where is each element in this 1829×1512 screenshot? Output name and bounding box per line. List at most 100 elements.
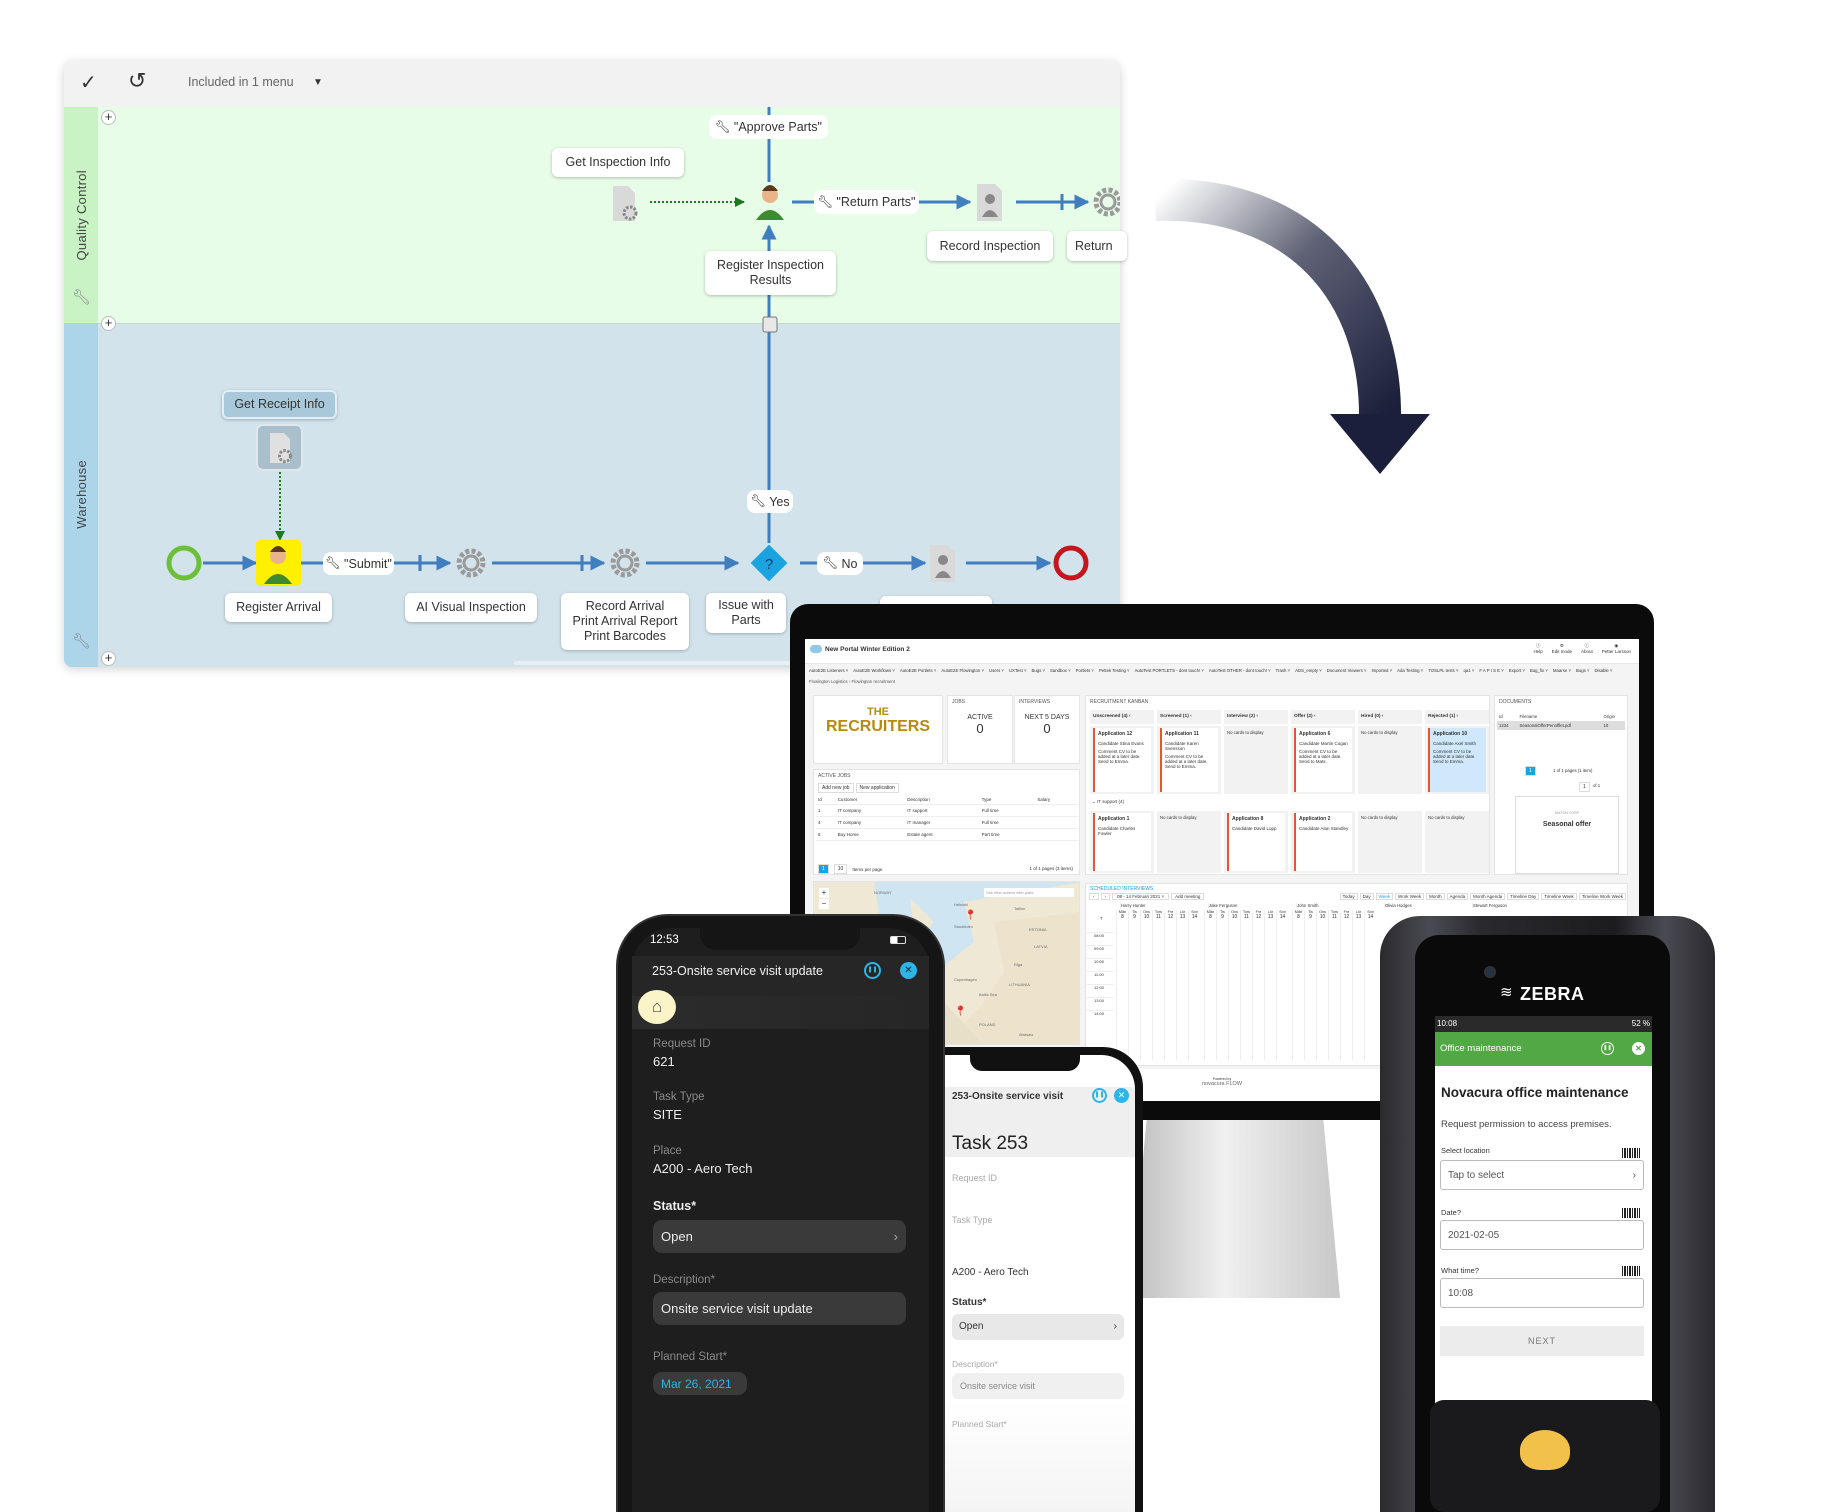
date-range-picker[interactable]: 08 - 14 Februari 2021 ˅ <box>1112 893 1170 900</box>
edit-mode-button[interactable]: ⚙Edit mode <box>1551 643 1572 654</box>
undo-icon[interactable]: ↺ <box>128 68 147 93</box>
flow-label-return-parts[interactable]: 🔧︎"Return Parts" <box>814 190 919 214</box>
node-ai-visual-inspection[interactable]: AI Visual Inspection <box>405 593 537 622</box>
menu-inclusion-dropdown[interactable]: Included in 1 menu <box>188 75 294 89</box>
column-header[interactable]: Salary <box>1035 795 1078 805</box>
menu-item[interactable]: Pettek Testing ˅ <box>1098 668 1130 673</box>
kanban-column-header[interactable]: Unscreened (4) ‹ <box>1090 710 1154 724</box>
home-icon[interactable]: ⌂ <box>638 990 676 1024</box>
viewer-page-input[interactable]: 1 <box>1579 782 1590 792</box>
status-select[interactable]: Open› <box>952 1314 1124 1340</box>
node-record-arrival[interactable]: Record Arrival Print Arrival Report Prin… <box>561 593 689 650</box>
column-header[interactable]: Id <box>1499 714 1503 719</box>
menu-item[interactable]: Imported ˅ <box>1371 668 1393 673</box>
node-record-inspection[interactable]: Record Inspection <box>927 231 1053 261</box>
add-lane-button[interactable]: + <box>101 110 116 125</box>
kanban-column-header[interactable]: Offer (2) ‹ <box>1291 710 1355 724</box>
close-icon[interactable]: ✕ <box>1114 1088 1129 1103</box>
page-size-select[interactable]: 10 <box>833 864 848 874</box>
scrollbar[interactable] <box>514 661 814 665</box>
next-button[interactable]: NEXT <box>1440 1326 1644 1356</box>
view-tab-week[interactable]: Week <box>1375 893 1394 900</box>
status-select[interactable]: Open› <box>653 1220 906 1253</box>
node-return[interactable]: Return <box>1067 231 1127 261</box>
add-new-job-button[interactable]: Add new job <box>818 783 854 793</box>
menu-item[interactable]: Bug_fix ˅ <box>1529 668 1548 673</box>
column-header[interactable]: Origin <box>1603 714 1616 719</box>
view-tab-timeline-week[interactable]: Timeline Week <box>1541 893 1577 900</box>
next-button[interactable]: › <box>1100 893 1110 900</box>
node-register-arrival[interactable]: Register Arrival <box>225 593 332 622</box>
menu-item[interactable]: Bugs ˅ <box>1031 668 1045 673</box>
column-header[interactable]: Description <box>905 795 980 805</box>
barcode-icon[interactable] <box>1622 1148 1640 1158</box>
node-get-inspection-info[interactable]: Get Inspection Info <box>552 148 684 177</box>
description-input[interactable]: Onsite service visit <box>952 1373 1124 1399</box>
menu-item[interactable]: Sandbox ˅ <box>1049 668 1071 673</box>
menu-item[interactable]: Document Viewers ˅ <box>1326 668 1367 673</box>
view-tab-work-week[interactable]: Work Week <box>1395 893 1425 900</box>
pause-icon[interactable]: ❚❚ <box>1601 1042 1614 1055</box>
menu-item[interactable]: Maarse ˅ <box>1552 668 1571 673</box>
menu-item[interactable]: Users ˅ <box>988 668 1004 673</box>
pause-icon[interactable]: ❚❚ <box>1092 1088 1107 1103</box>
view-tab-agenda[interactable]: Agenda <box>1446 893 1469 900</box>
new-application-button[interactable]: New application <box>855 783 899 793</box>
flow-label-submit[interactable]: 🔧︎"Submit" <box>323 552 394 575</box>
menu-item[interactable]: ADS_empty ˅ <box>1295 668 1322 673</box>
node-register-inspection-results[interactable]: Register Inspection Results <box>705 251 836 295</box>
location-select[interactable]: Tap to select› <box>1440 1160 1644 1190</box>
flow-label-yes[interactable]: 🔧︎Yes <box>747 490 793 513</box>
kanban-column-header[interactable]: Screened (1) ‹ <box>1157 710 1221 724</box>
scan-button[interactable] <box>1520 1430 1570 1470</box>
user-menu[interactable]: ◉Petter Larsson <box>1601 643 1631 654</box>
map-search-input[interactable]: Sök efter adress eller plats <box>984 888 1074 897</box>
column-header[interactable]: Type <box>979 795 1036 805</box>
close-icon[interactable]: ✕ <box>900 962 917 979</box>
wrench-icon[interactable]: 🔧︎ <box>72 289 92 306</box>
menu-item[interactable]: Ada Testing ˅ <box>1397 668 1424 673</box>
view-tab-month[interactable]: Month <box>1426 893 1445 900</box>
view-tab-today[interactable]: Today <box>1339 893 1358 900</box>
barcode-icon[interactable] <box>1622 1266 1640 1276</box>
pause-icon[interactable]: ❚❚ <box>864 962 881 979</box>
menu-item[interactable]: F A P I S E ˅ <box>1479 668 1504 673</box>
prev-button[interactable]: ‹ <box>1089 893 1099 900</box>
add-meeting-button[interactable]: Add meeting <box>1171 893 1205 900</box>
menu-item[interactable]: UXTest ˅ <box>1008 668 1027 673</box>
kanban-column-header[interactable]: Rejected (1) ‹ <box>1425 710 1489 724</box>
barcode-icon[interactable] <box>1622 1208 1640 1218</box>
menu-item[interactable]: AutoE2E Portlets ˅ <box>899 668 937 673</box>
flow-label-no[interactable]: 🔧︎No <box>817 552 863 575</box>
menu-item[interactable]: Portlets ˅ <box>1075 668 1094 673</box>
node-issue-with-parts[interactable]: Issue with Parts <box>706 593 786 633</box>
column-header[interactable]: Id <box>816 795 836 805</box>
map-pin-icon[interactable]: 📍︎ <box>954 1006 967 1017</box>
column-header[interactable]: Filename <box>1519 714 1538 719</box>
menu-item[interactable]: Bugs ˅ <box>1575 668 1590 673</box>
add-lane-button[interactable]: + <box>101 316 116 331</box>
close-icon[interactable]: ✕ <box>1632 1042 1645 1055</box>
view-tab-timeline-work-week[interactable]: Timeline Work Week <box>1578 893 1626 900</box>
menu-item[interactable]: AutoE2E Workflows ˅ <box>853 668 895 673</box>
description-input[interactable]: Onsite service visit update <box>653 1292 906 1325</box>
zoom-in-button[interactable]: + <box>819 888 829 898</box>
documents-page-button[interactable]: 1 <box>1525 766 1536 776</box>
zoom-out-button[interactable]: − <box>819 899 829 909</box>
save-check-icon[interactable]: ✓ <box>80 72 97 94</box>
menu-item[interactable]: qa1 ˅ <box>1463 668 1475 673</box>
node-get-receipt-info[interactable]: Get Receipt Info <box>222 390 337 419</box>
column-header[interactable]: Customer <box>835 795 906 805</box>
menu-item[interactable]: AutoE2E Flowington ˅ <box>941 668 984 673</box>
kanban-group-header[interactable]: ⌄ IT support (4) <box>1092 799 1124 804</box>
menu-item[interactable]: Export ˅ <box>1508 668 1525 673</box>
menu-item[interactable]: AutoTest PORTLETS - dont touch! ˅ <box>1134 668 1204 673</box>
